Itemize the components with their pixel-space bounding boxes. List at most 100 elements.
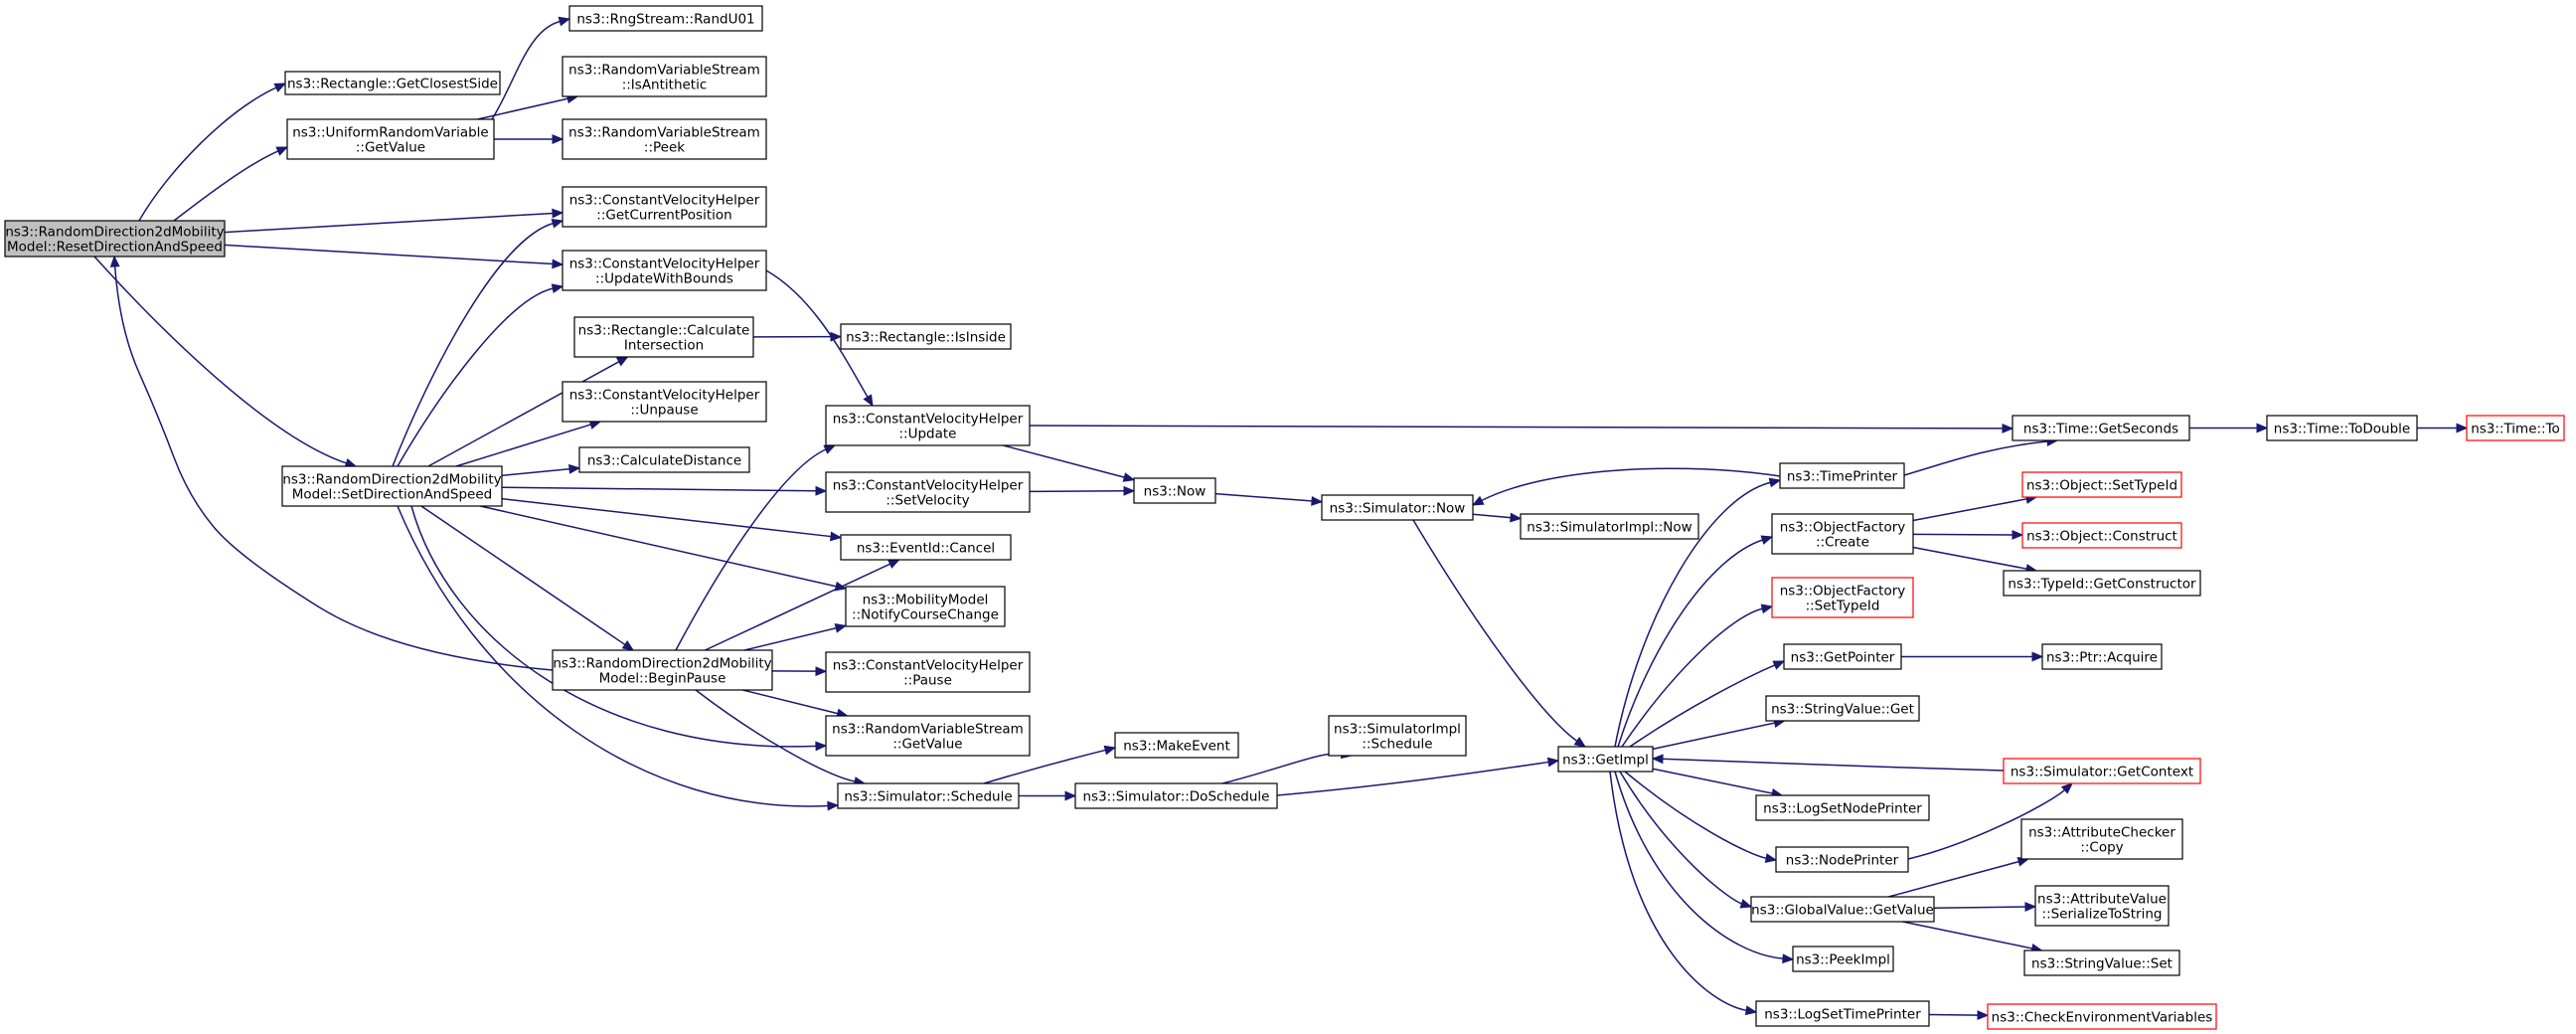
node-now[interactable]: ns3::Now — [1133, 477, 1216, 504]
node-notify-label: ::NotifyCourseChange — [852, 607, 999, 623]
node-setdir-box — [281, 465, 503, 507]
node-peek-label: ns3::RandomVariableStream — [568, 125, 760, 141]
node-rvsget[interactable]: ns3::RandomVariableStream::GetValue — [825, 715, 1031, 757]
node-construct-box — [2021, 522, 2182, 549]
node-now-label: ns3::Now — [1144, 484, 1207, 500]
node-uniform-box — [286, 118, 495, 160]
edge-setdir-calcint-arrowhead — [615, 356, 629, 367]
node-simimplnow[interactable]: ns3::SimulatorImpl::Now — [1520, 513, 1699, 540]
node-logsetnode[interactable]: ns3::LogSetNodePrinter — [1755, 794, 1930, 821]
node-cancel[interactable]: ns3::EventId::Cancel — [840, 534, 1012, 561]
edge-getimpl-logsettime-arrowhead — [1744, 1005, 1758, 1016]
edge-schedule-doschedule-arrowhead — [1064, 790, 1077, 801]
edge-beginpause-cvupdate — [675, 447, 828, 651]
node-timeto-label: ns3::Time::To — [2471, 422, 2560, 437]
node-notify-label: ns3::MobilityModel — [863, 593, 989, 608]
node-ptracquire[interactable]: ns3::Ptr::Acquire — [2041, 643, 2163, 670]
node-randu01-label: ns3::RngStream::RandU01 — [576, 12, 754, 28]
edge-updbounds-cvupdate-arrowhead — [863, 394, 874, 408]
node-peekimpl[interactable]: ns3::PeekImpl — [1792, 946, 1894, 972]
edge-getimpl-getpointer-arrowhead — [1772, 660, 1786, 670]
node-updbounds[interactable]: ns3::ConstantVelocityHelper::UpdateWithB… — [562, 250, 767, 291]
node-getctor[interactable]: ns3::TypeId::GetConstructor — [2003, 570, 2201, 597]
node-setvel[interactable]: ns3::ConstantVelocityHelper::SetVelocity — [825, 471, 1031, 513]
node-updbounds-label: ns3::ConstantVelocityHelper — [569, 257, 760, 272]
node-simnow[interactable]: ns3::Simulator::Now — [1321, 494, 1474, 521]
node-simimplsched-box — [1328, 715, 1467, 757]
node-timeprinter[interactable]: ns3::TimePrinter — [1779, 462, 1905, 489]
node-gvget[interactable]: ns3::GlobalValue::GetValue — [1750, 896, 1935, 923]
node-timeto[interactable]: ns3::Time::To — [2466, 415, 2565, 441]
edge-getimpl-peekimpl-arrowhead — [1782, 953, 1795, 964]
node-isanti[interactable]: ns3::RandomVariableStream::IsAntithetic — [562, 56, 767, 97]
node-simimplsched-label: ns3::SimulatorImpl — [1334, 722, 1461, 738]
node-cvupdate[interactable]: ns3::ConstantVelocityHelper::Update — [825, 405, 1031, 446]
node-uniform[interactable]: ns3::UniformRandomVariable::GetValue — [286, 118, 495, 160]
node-reset[interactable]: ns3::RandomDirection2dMobilityModel::Res… — [4, 220, 226, 258]
node-getcontext[interactable]: ns3::Simulator::GetContext — [2003, 758, 2201, 784]
node-strset[interactable]: ns3::StringValue::Set — [2023, 949, 2180, 976]
node-calcdist[interactable]: ns3::CalculateDistance — [578, 446, 750, 473]
edge-nodeprinter-getcontext-arrowhead — [2060, 782, 2073, 794]
node-getcurpos[interactable]: ns3::ConstantVelocityHelper::GetCurrentP… — [562, 186, 767, 228]
edge-beginpause-reset-arrowhead — [109, 255, 120, 267]
edge-setdir-beginpause — [420, 505, 627, 646]
node-cvpause[interactable]: ns3::ConstantVelocityHelper::Pause — [825, 651, 1031, 693]
edge-getimpl-nodeprinter — [1624, 771, 1768, 860]
node-doschedule-label: ns3::Simulator::DoSchedule — [1083, 789, 1270, 805]
node-strget-label: ns3::StringValue::Get — [1771, 702, 1914, 718]
node-todouble-box — [2266, 415, 2418, 441]
node-getcurpos-box — [562, 186, 767, 228]
node-peekimpl-label: ns3::PeekImpl — [1796, 952, 1890, 968]
node-logsettime-box — [1755, 1000, 1930, 1027]
node-attrval[interactable]: ns3::AttributeValue::SerializeToString — [2034, 885, 2170, 927]
node-gvget-label: ns3::GlobalValue::GetValue — [1751, 903, 1934, 919]
node-makeevent-label: ns3::MakeEvent — [1123, 739, 1230, 755]
node-settypeid[interactable]: ns3::Object::SetTypeId — [2021, 471, 2182, 498]
edges-layer — [93, 16, 2469, 1021]
node-ofcreate[interactable]: ns3::ObjectFactory::Create — [1771, 513, 1914, 555]
node-schedule-box — [837, 782, 1020, 809]
edge-reset-setdir — [93, 256, 348, 464]
node-timeprinter-label: ns3::TimePrinter — [1787, 469, 1898, 485]
node-randu01[interactable]: ns3::RngStream::RandU01 — [568, 5, 763, 32]
edge-setdir-updbounds-arrowhead — [551, 283, 564, 294]
node-cancel-box — [840, 534, 1012, 561]
node-getimpl[interactable]: ns3::GetImpl — [1557, 746, 1654, 773]
node-schedule[interactable]: ns3::Simulator::Schedule — [837, 782, 1020, 809]
edge-getpointer-ptracquire-arrowhead — [2031, 651, 2044, 662]
node-getpointer-label: ns3::GetPointer — [1791, 650, 1895, 666]
node-doschedule[interactable]: ns3::Simulator::DoSchedule — [1074, 782, 1278, 809]
node-construct[interactable]: ns3::Object::Construct — [2021, 522, 2182, 549]
node-todouble[interactable]: ns3::Time::ToDouble — [2266, 415, 2418, 441]
node-strget[interactable]: ns3::StringValue::Get — [1765, 695, 1920, 722]
node-getpointer[interactable]: ns3::GetPointer — [1783, 643, 1902, 670]
node-peek[interactable]: ns3::RandomVariableStream::Peek — [562, 118, 767, 160]
node-nodeprinter[interactable]: ns3::NodePrinter — [1775, 846, 1909, 873]
edge-setdir-calcdist-arrowhead — [568, 463, 581, 474]
node-simimplsched[interactable]: ns3::SimulatorImpl::Schedule — [1328, 715, 1467, 757]
node-logsettime[interactable]: ns3::LogSetTimePrinter — [1755, 1000, 1930, 1027]
node-beginpause[interactable]: ns3::RandomDirection2dMobilityModel::Beg… — [552, 649, 773, 691]
edge-cvupdate-getseconds-arrowhead — [2002, 423, 2014, 433]
node-checkenv[interactable]: ns3::CheckEnvironmentVariables — [1987, 1003, 2217, 1030]
node-getcontext-box — [2003, 758, 2201, 784]
edge-ofcreate-getctor — [1912, 546, 2028, 571]
node-makeevent[interactable]: ns3::MakeEvent — [1114, 732, 1239, 759]
node-attrcheck[interactable]: ns3::AttributeChecker::Copy — [2020, 818, 2183, 860]
node-setvel-label: ::SetVelocity — [886, 493, 969, 509]
node-unpause[interactable]: ns3::ConstantVelocityHelper::Unpause — [562, 381, 767, 423]
node-getseconds[interactable]: ns3::Time::GetSeconds — [2012, 415, 2190, 441]
node-isinside-box — [840, 323, 1012, 350]
node-setdir[interactable]: ns3::RandomDirection2dMobilityModel::Set… — [281, 465, 503, 507]
node-ofsettypeid[interactable]: ns3::ObjectFactory::SetTypeId — [1771, 577, 1914, 618]
edge-reset-getcurpos-arrowhead — [552, 208, 564, 219]
edge-getimpl-timeprinter-arrowhead — [1768, 477, 1782, 488]
node-getcurpos-label: ::GetCurrentPosition — [596, 208, 731, 224]
node-closest[interactable]: ns3::Rectangle::GetClosestSide — [284, 71, 501, 95]
node-notify[interactable]: ns3::MobilityModel::NotifyCourseChange — [845, 586, 1006, 627]
node-isinside[interactable]: ns3::Rectangle::IsInside — [840, 323, 1012, 350]
node-peek-label: ::Peek — [644, 140, 685, 156]
